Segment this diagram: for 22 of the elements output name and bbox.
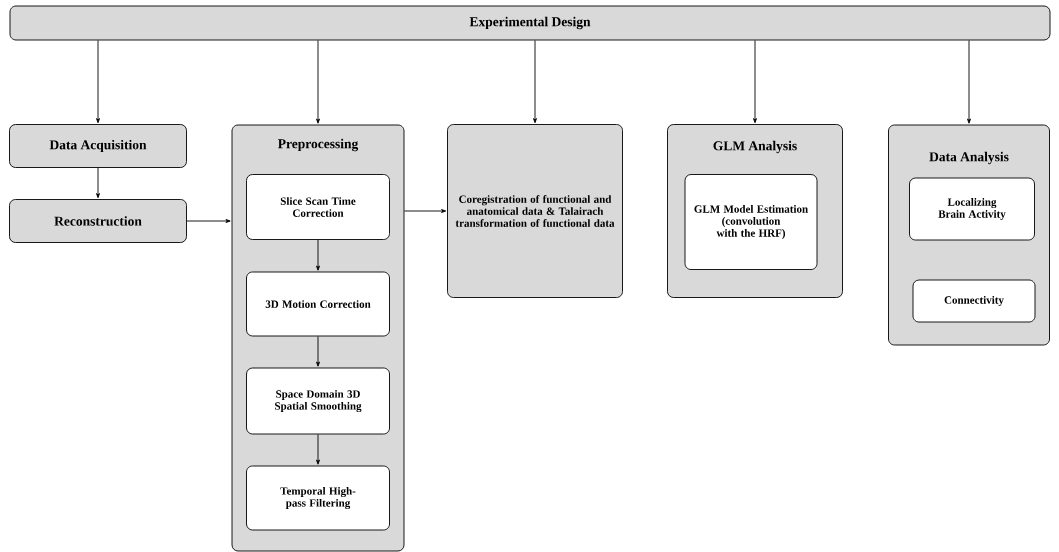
arrow [316, 239, 320, 271]
step-box: GLM Model Estimation (convolution with the HRF) [684, 174, 818, 270]
step-box: Data Acquisition [9, 124, 187, 168]
arrow [316, 40, 320, 124]
arrow [533, 40, 537, 124]
step-box: Coregistration of functional and anatomical data & Talairach transformation of functional data [447, 124, 623, 298]
step-box: Connectivity [912, 279, 1036, 323]
step-box: Reconstruction [9, 199, 187, 243]
arrow [96, 167, 100, 199]
step-box: Space Domain 3D Spatial Smoothing [246, 367, 390, 435]
arrow [316, 336, 320, 367]
arrow [316, 434, 320, 465]
arrow [753, 40, 757, 124]
step-box: Temporal High-pass Filtering [246, 465, 390, 531]
arrow [967, 40, 971, 124]
arrow [186, 219, 231, 223]
step-box: Slice Scan Time Correction [246, 174, 390, 240]
arrow [96, 40, 100, 124]
step-box: 3D Motion Correction [246, 271, 390, 337]
step-box: Localizing Brain Activity [909, 177, 1035, 241]
arrow [404, 209, 447, 213]
banner-box: Experimental Design [9, 5, 1051, 41]
